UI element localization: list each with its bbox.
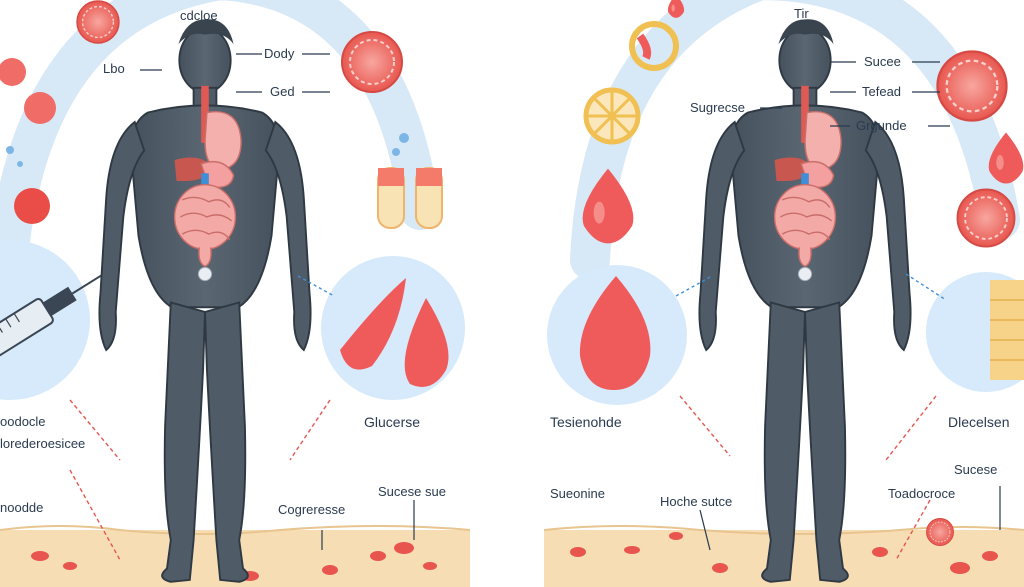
label-bottom-left: noodde: [0, 500, 44, 515]
stack-icon: [990, 280, 1024, 380]
label-glucose: Glucerse: [364, 414, 421, 430]
label-ged: Ged: [270, 84, 295, 99]
label-sucese: Sucee: [864, 54, 901, 69]
label-right-right-mid: Dlecelsen: [948, 414, 1010, 430]
label-right-left-mid: Tesienohde: [550, 414, 622, 430]
label-bottom-right: Sucese sue: [378, 484, 446, 499]
test-tubes-icon: [377, 167, 443, 229]
label-grgunde: Grgunde: [856, 118, 907, 133]
left-human-figure: [98, 18, 312, 583]
label-left-mid-2: lorederoesicee: [0, 436, 86, 451]
label-right-bottom-center: Hoche sutce: [660, 494, 733, 509]
label-right-left-upper: Sugrecse: [690, 100, 745, 115]
label-right-top-center: Tir: [794, 6, 809, 21]
label-body: Dody: [264, 46, 295, 61]
label-bottom-center: Cogreresse: [278, 502, 346, 517]
label-left-upper: Lbo: [103, 61, 125, 76]
label-right-bottom-left: Sueonine: [550, 486, 605, 501]
label-right-bottom-right-lower: Toadocroce: [888, 486, 956, 501]
label-left-mid-1: oodocle: [0, 414, 46, 429]
label-top-center: cdcloe: [180, 8, 218, 23]
syringe-icon: [0, 271, 107, 380]
label-right-bottom-right-upper: Sucese: [954, 462, 998, 477]
label-tefead: Tefead: [862, 84, 902, 99]
